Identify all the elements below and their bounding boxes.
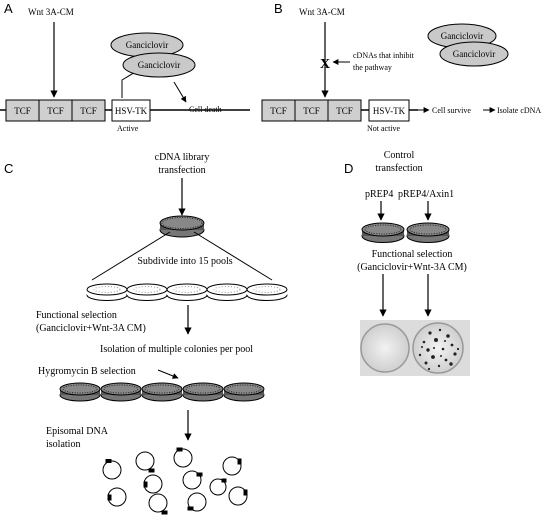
pool-dish (86, 283, 128, 301)
panel-label-c: C (4, 161, 13, 176)
selection-c-1: Functional selection (36, 310, 117, 321)
pool-dish (246, 283, 288, 301)
cell-death-label: Cell death (189, 105, 222, 114)
tcf-box-a-2: TCF (38, 99, 73, 122)
svg-text:TCF: TCF (336, 106, 353, 116)
plasmid (182, 470, 203, 490)
svg-text:TCF: TCF (14, 106, 31, 116)
hsv-tk-box-b: HSV-TK (368, 99, 410, 122)
svg-text:Ganciclovir: Ganciclovir (441, 31, 483, 41)
state-active-a: Active (117, 124, 139, 133)
block-x-mark: X (320, 57, 330, 72)
plasmid (148, 493, 168, 515)
tcf-box-b-1: TCF (261, 99, 296, 122)
selection-d-1: Functional selection (372, 249, 453, 260)
death-arrow-a (173, 81, 187, 103)
wnt-label-b: Wnt 3A-CM (299, 7, 345, 17)
tcf-box-a-1: TCF (5, 99, 40, 122)
ganciclovir-ellipse-b-2: Ganciclovir (439, 41, 509, 67)
pool-dish (206, 283, 248, 301)
hygro-dish (182, 382, 224, 402)
hygro-dish (59, 382, 101, 402)
plasmid (135, 451, 155, 473)
hygro-dishes-row (59, 382, 265, 402)
pool-dish (166, 283, 208, 301)
svg-text:TCF: TCF (303, 106, 320, 116)
tcf-box-b-2: TCF (294, 99, 329, 122)
inhibitor-note-1: cDNAs that inhibit (353, 51, 415, 60)
split-line-left (91, 231, 171, 281)
subdivide-label: Subdivide into 15 pools (137, 256, 232, 267)
svg-text:Ganciclovir: Ganciclovir (453, 49, 495, 59)
selection-d-2: (Ganciclovir+Wnt-3A CM) (357, 262, 467, 273)
plasmid (228, 486, 248, 506)
plasmid (222, 456, 242, 476)
plasmid (187, 492, 207, 512)
panel-label-a: A (4, 1, 13, 16)
cdna-library-title-2: transfection (158, 165, 205, 176)
control-title-1: Control (384, 150, 415, 161)
plate-colonies (412, 322, 464, 374)
ganciclovir-ellipse-a-2: Ganciclovir (122, 52, 196, 78)
hygro-dish (100, 382, 142, 402)
split-line-right (193, 231, 273, 281)
hygro-arrow (157, 369, 179, 379)
hygro-dish (141, 382, 183, 402)
panel-label-d: D (344, 161, 353, 176)
svg-text:Ganciclovir: Ganciclovir (126, 40, 168, 50)
cell-survive-label: Cell survive (432, 106, 471, 115)
plasmid (102, 459, 122, 480)
plasmid-circles (102, 447, 248, 515)
svg-text:TCF: TCF (47, 106, 64, 116)
colony-dots (418, 328, 460, 371)
isolate-cdna-label: Isolate cDNA (497, 106, 541, 115)
plasmid (107, 487, 127, 507)
control-dish-axin1 (406, 222, 450, 243)
plasmid (143, 474, 163, 494)
control-dish-pREP4 (361, 222, 405, 243)
tcf-box-a-3: TCF (71, 99, 106, 122)
episomal-label-2: isolation (46, 439, 80, 450)
svg-text:HSV-TK: HSV-TK (115, 106, 148, 116)
plasmid-pREP4: pREP4 (365, 189, 393, 200)
control-title-2: transfection (375, 163, 422, 174)
library-dish (159, 215, 205, 238)
tcf-box-b-3: TCF (327, 99, 362, 122)
svg-text:Ganciclovir: Ganciclovir (138, 60, 180, 70)
plasmid (209, 478, 227, 496)
plasmid-pREP4-axin1: pREP4/Axin1 (398, 189, 454, 200)
plasmid (173, 447, 193, 468)
cdna-library-title-1: cDNA library (155, 152, 210, 163)
wnt-label-a: Wnt 3A-CM (28, 7, 74, 17)
pool-dishes-row (86, 283, 288, 301)
state-not-active-b: Not active (367, 124, 401, 133)
episomal-label-1: Episomal DNA (46, 426, 109, 437)
hsv-tk-box-a: HSV-TK (111, 99, 151, 122)
hygro-dish (223, 382, 265, 402)
plate-no-colonies (360, 323, 410, 373)
isolation-label: Isolation of multiple colonies per pool (100, 344, 253, 355)
pool-dish (126, 283, 168, 301)
svg-text:TCF: TCF (80, 106, 97, 116)
selection-c-2: (Ganciclovir+Wnt-3A CM) (36, 323, 146, 334)
svg-text:HSV-TK: HSV-TK (373, 106, 406, 116)
result-plates-photo (360, 320, 470, 376)
inhibitor-note-2: the pathway (353, 63, 392, 72)
hygromycin-label: Hygromycin B selection (38, 366, 136, 377)
panel-label-b: B (274, 1, 283, 16)
svg-text:TCF: TCF (270, 106, 287, 116)
